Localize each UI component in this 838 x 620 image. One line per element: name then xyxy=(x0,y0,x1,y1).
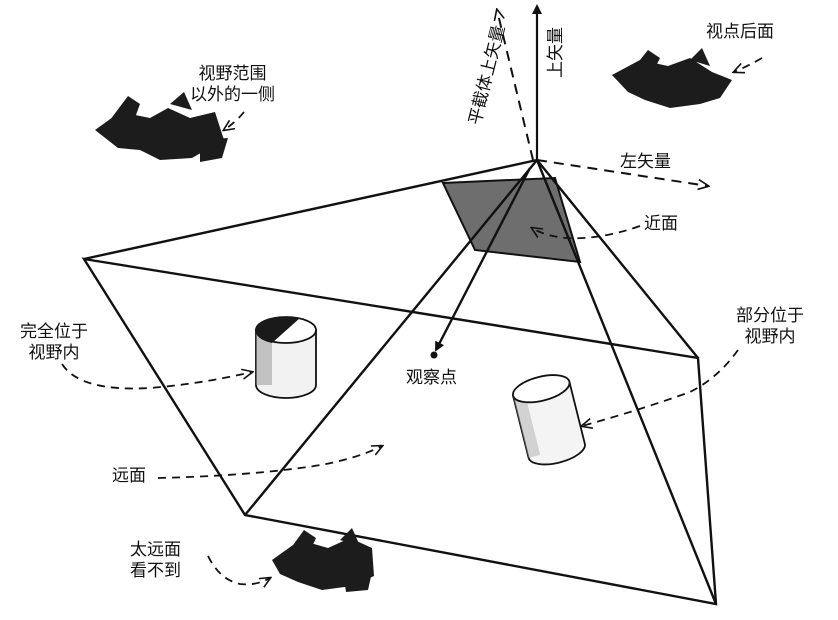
near-plane-label: 近面 xyxy=(644,214,678,234)
far-plane xyxy=(81,257,718,606)
partially-inside-label: 部分位于 视野内 xyxy=(736,306,804,347)
near-plane xyxy=(441,176,582,264)
leader-partially-inside xyxy=(582,349,739,426)
leader-near-plane xyxy=(532,225,641,240)
view-point-dot xyxy=(430,351,438,359)
leader-far-plane xyxy=(157,446,382,479)
frustum-up-vector-arrow xyxy=(497,10,534,161)
fighter-plane-icon xyxy=(95,92,228,162)
behind-viewpoint-label: 视点后面 xyxy=(706,22,774,42)
leader-outside-side xyxy=(224,111,245,130)
leader-fully-inside xyxy=(61,363,252,390)
fully-inside-label: 完全位于 视野内 xyxy=(20,322,88,363)
view-point-label: 观察点 xyxy=(406,368,457,388)
fighter-plane-icon xyxy=(612,48,732,108)
fighter-plane-icon xyxy=(272,528,374,592)
outside-side-label: 视野范围 以外的一侧 xyxy=(190,64,275,105)
leader-behind-viewpoint xyxy=(734,57,763,72)
left-vector-arrow xyxy=(536,159,708,186)
left-vector-label: 左矢量 xyxy=(620,152,671,172)
frustum-edges xyxy=(81,158,718,606)
leader-too-far xyxy=(207,555,270,584)
cylinder-inside xyxy=(255,316,317,399)
up-vector-label: 上矢量 xyxy=(546,27,566,78)
cylinder-partial xyxy=(511,374,586,466)
view-direction-arrow xyxy=(434,167,532,352)
too-far-label: 太远面 看不到 xyxy=(130,540,181,581)
far-plane-label: 远面 xyxy=(112,466,146,486)
